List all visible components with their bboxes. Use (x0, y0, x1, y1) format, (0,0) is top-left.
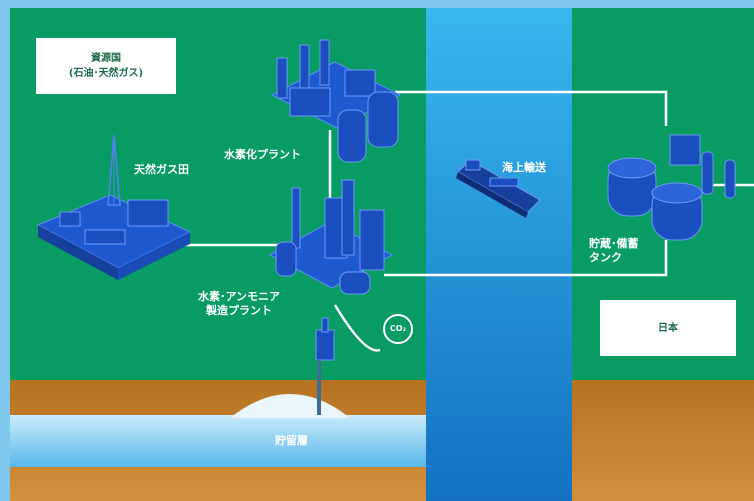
resource-country-sublabel: (石油･天然ガス) (68, 68, 144, 79)
gas-field-label: 天然ガス田 (134, 163, 189, 176)
storage-tank-icon (607, 134, 736, 241)
ammonia-plant-icon (268, 179, 394, 295)
hydrogenation-export-line (395, 90, 668, 126)
storage-tank-label-line1: 貯蔵･備蓄 (589, 237, 639, 250)
gas-rig-icon (36, 134, 192, 280)
ammonia-plant-label-line1: 水素･アンモニア (198, 290, 281, 303)
co2-badge (383, 314, 413, 344)
hydrogenation-plant-label: 水素化プラント (224, 148, 301, 161)
japan-underground (572, 380, 754, 501)
co2-line (333, 304, 381, 352)
storage-tank-label-line2: タンク (589, 251, 622, 264)
japan-label: 日本 (658, 322, 678, 334)
injection-well-icon (315, 317, 335, 415)
ammonia-export-line (384, 240, 668, 277)
resource-country-label: 資源国 (91, 53, 121, 64)
tanker-ship-icon (456, 159, 541, 218)
resource-country-box: 資源国 (石油･天然ガス) (36, 38, 176, 94)
ammonia-plant-label-line2: 製造プラント (206, 304, 273, 317)
storage-tank-label: 貯蔵･備蓄 タンク (589, 237, 639, 265)
ammonia-plant-label: 水素･アンモニア 製造プラント (198, 290, 280, 318)
ocean (426, 8, 572, 501)
hydrogenation-plant-icon (270, 39, 402, 163)
japan-box: 日本 (600, 300, 736, 356)
reservoir-layer (10, 415, 426, 467)
reservoir-label: 貯留層 (275, 434, 308, 447)
co2-label: CO₂ (389, 324, 407, 333)
sea-transport-label: 海上輸送 (502, 161, 546, 174)
